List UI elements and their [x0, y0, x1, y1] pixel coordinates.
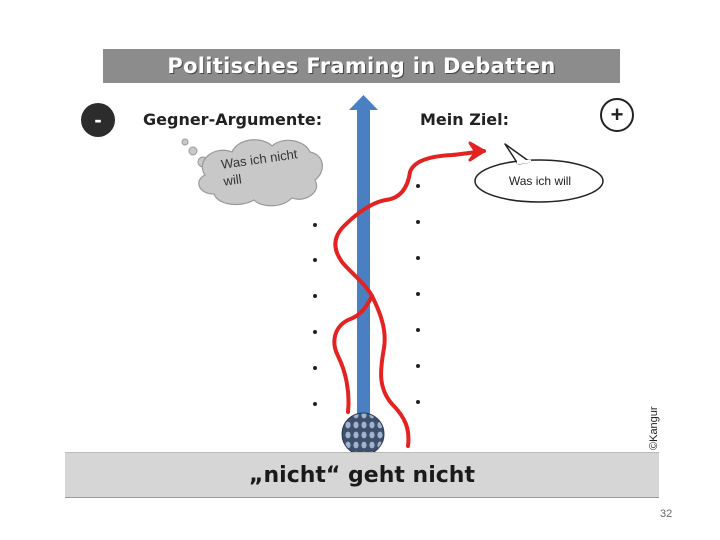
left-dot-column: [313, 223, 317, 406]
bottom-banner: „nicht“ geht nicht: [65, 452, 659, 498]
red-winding-path: [332, 141, 486, 448]
speech-bubble: [474, 143, 604, 203]
copyright-label: ©Kangur: [648, 406, 660, 450]
starting-ball: [341, 412, 385, 456]
plus-icon: +: [600, 98, 634, 132]
page-number: 32: [660, 508, 673, 520]
my-goal-heading: Mein Ziel:: [420, 110, 510, 129]
thought-cloud: [181, 138, 323, 207]
bubble-text: Was ich will: [508, 174, 572, 188]
slide-title: Politisches Framing in Debatten: [103, 49, 620, 83]
minus-icon: -: [81, 103, 115, 137]
blue-arrow: [349, 95, 378, 418]
right-dot-column: [416, 184, 420, 404]
opponent-arguments-heading: Gegner-Argumente:: [143, 110, 323, 129]
